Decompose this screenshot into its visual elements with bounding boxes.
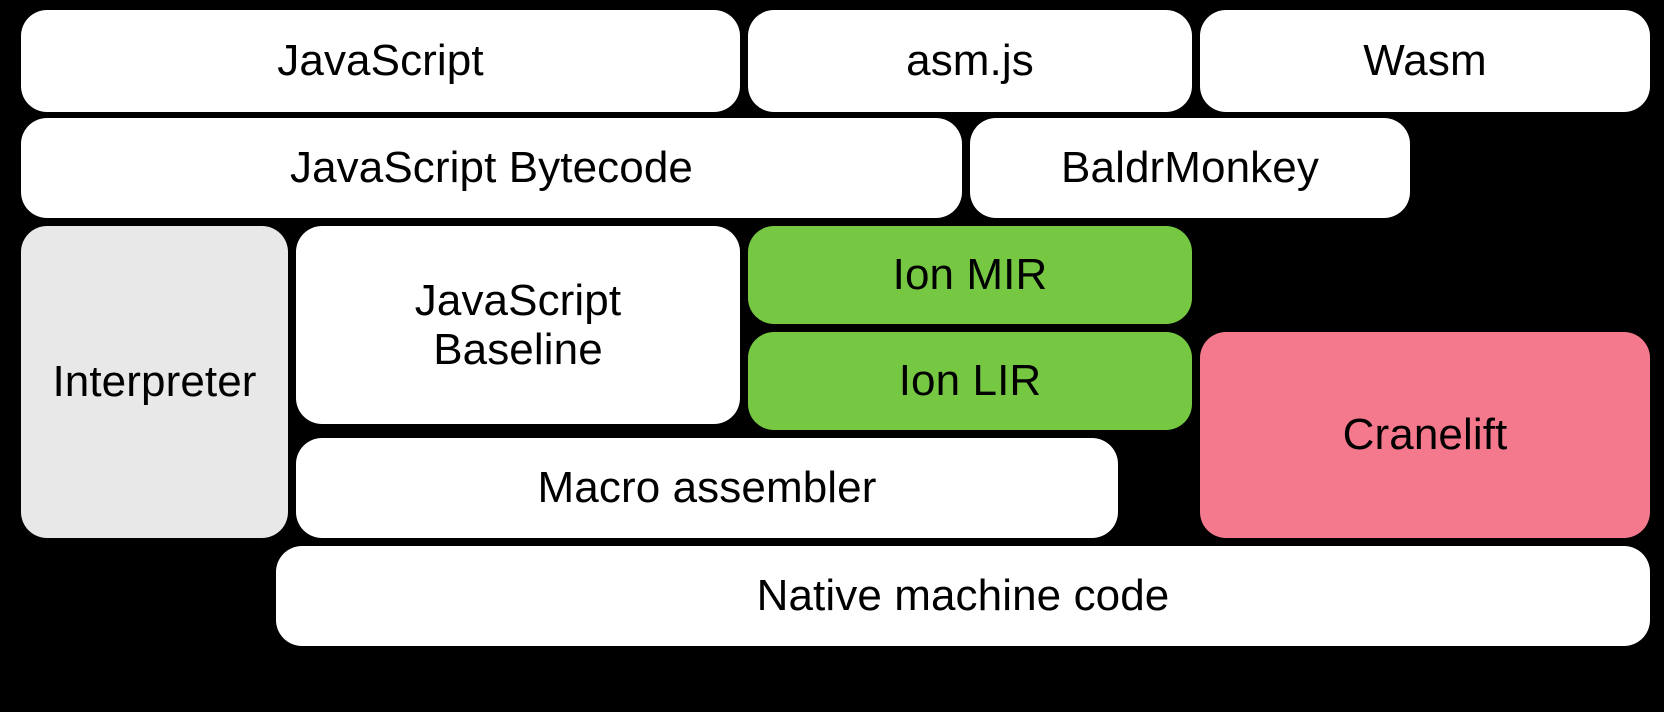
node-javascript: JavaScript: [21, 10, 740, 112]
node-interpreter: Interpreter: [21, 226, 288, 538]
node-cranelift: Cranelift: [1200, 332, 1650, 538]
node-ion-mir: Ion MIR: [748, 226, 1192, 324]
node-asmjs: asm.js: [748, 10, 1192, 112]
node-wasm: Wasm: [1200, 10, 1650, 112]
node-macro-assembler: Macro assembler: [296, 438, 1118, 538]
node-javascript-baseline: JavaScript Baseline: [296, 226, 740, 424]
node-baldrmonkey: BaldrMonkey: [970, 118, 1410, 218]
node-ion-lir: Ion LIR: [748, 332, 1192, 430]
node-native-machine-code: Native machine code: [276, 546, 1650, 646]
node-javascript-bytecode: JavaScript Bytecode: [21, 118, 962, 218]
